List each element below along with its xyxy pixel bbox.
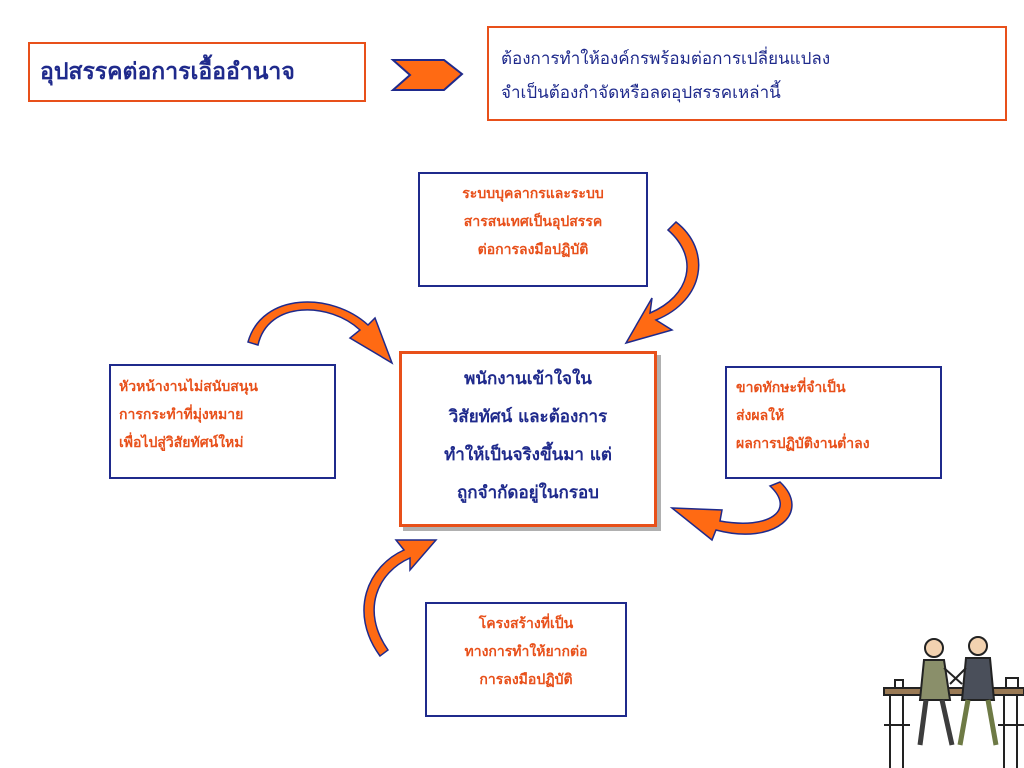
center-line: ถูกจำกัดอยู่ในกรอบ [457,483,599,503]
note-box: ต้องการทำให้องค์กรพร้อมต่อการเปลี่ยนแปลง… [487,26,1007,121]
two-people-at-table-icon [883,636,1024,768]
obstacle-line: การลงมือปฏิบัติ [479,672,573,688]
obstacle-line: เพื่อไปสู่วิสัยทัศน์ใหม่ [119,435,244,451]
obstacle-line: ส่งผลให้ [736,408,785,424]
center-line: วิสัยทัศน์ และต้องการ [448,407,608,427]
obstacle-line: ต่อการลงมือปฏิบัติ [477,242,589,258]
page-title: อุปสรรคต่อการเอื้ออำนาจ [40,59,295,85]
obstacle-line: โครงสร้างที่เป็น [478,616,574,632]
obstacle-line: ขาดทักษะที่จำเป็น [736,380,846,396]
center-line: พนักงานเข้าใจใน [464,369,592,389]
chevron-arrow-icon [390,59,464,91]
obstacle-line: ผลการปฏิบัติงานต่ำลง [736,436,870,452]
note-line: ต้องการทำให้องค์กรพร้อมต่อการเปลี่ยนแปลง [501,49,831,69]
obstacle-line: หัวหน้างานไม่สนับสนุน [119,379,258,395]
obstacle-box-right: ขาดทักษะที่จำเป็น ส่งผลให้ ผลการปฏิบัติง… [725,366,942,479]
curved-arrow-right-icon [669,481,793,542]
note-line: จำเป็นต้องกำจัดหรือลดอุปสรรคเหล่านี้ [501,83,781,103]
obstacle-line: สารสนเทศเป็นอุปสรรค [463,214,603,230]
obstacle-line: การกระทำที่มุ่งหมาย [119,407,244,423]
curved-arrow-bottom-icon [363,539,438,658]
center-line: ทำให้เป็นจริงขึ้นมา แต่ [444,445,612,465]
obstacle-line: ระบบบุคลากรและระบบ [462,186,604,202]
obstacle-box-top: ระบบบุคลากรและระบบ สารสนเทศเป็นอุปสรรค ต… [418,172,648,287]
obstacle-box-bottom: โครงสร้างที่เป็น ทางการทำให้ยากต่อ การลง… [425,602,627,717]
title-box: อุปสรรคต่อการเอื้ออำนาจ [28,42,366,102]
curved-arrow-left-icon [247,301,394,365]
obstacle-box-left: หัวหน้างานไม่สนับสนุน การกระทำที่มุ่งหมา… [109,364,336,479]
center-box: พนักงานเข้าใจใน วิสัยทัศน์ และต้องการ ทำ… [399,351,657,527]
curved-arrow-top-icon [624,221,700,345]
obstacle-line: ทางการทำให้ยากต่อ [464,644,588,660]
